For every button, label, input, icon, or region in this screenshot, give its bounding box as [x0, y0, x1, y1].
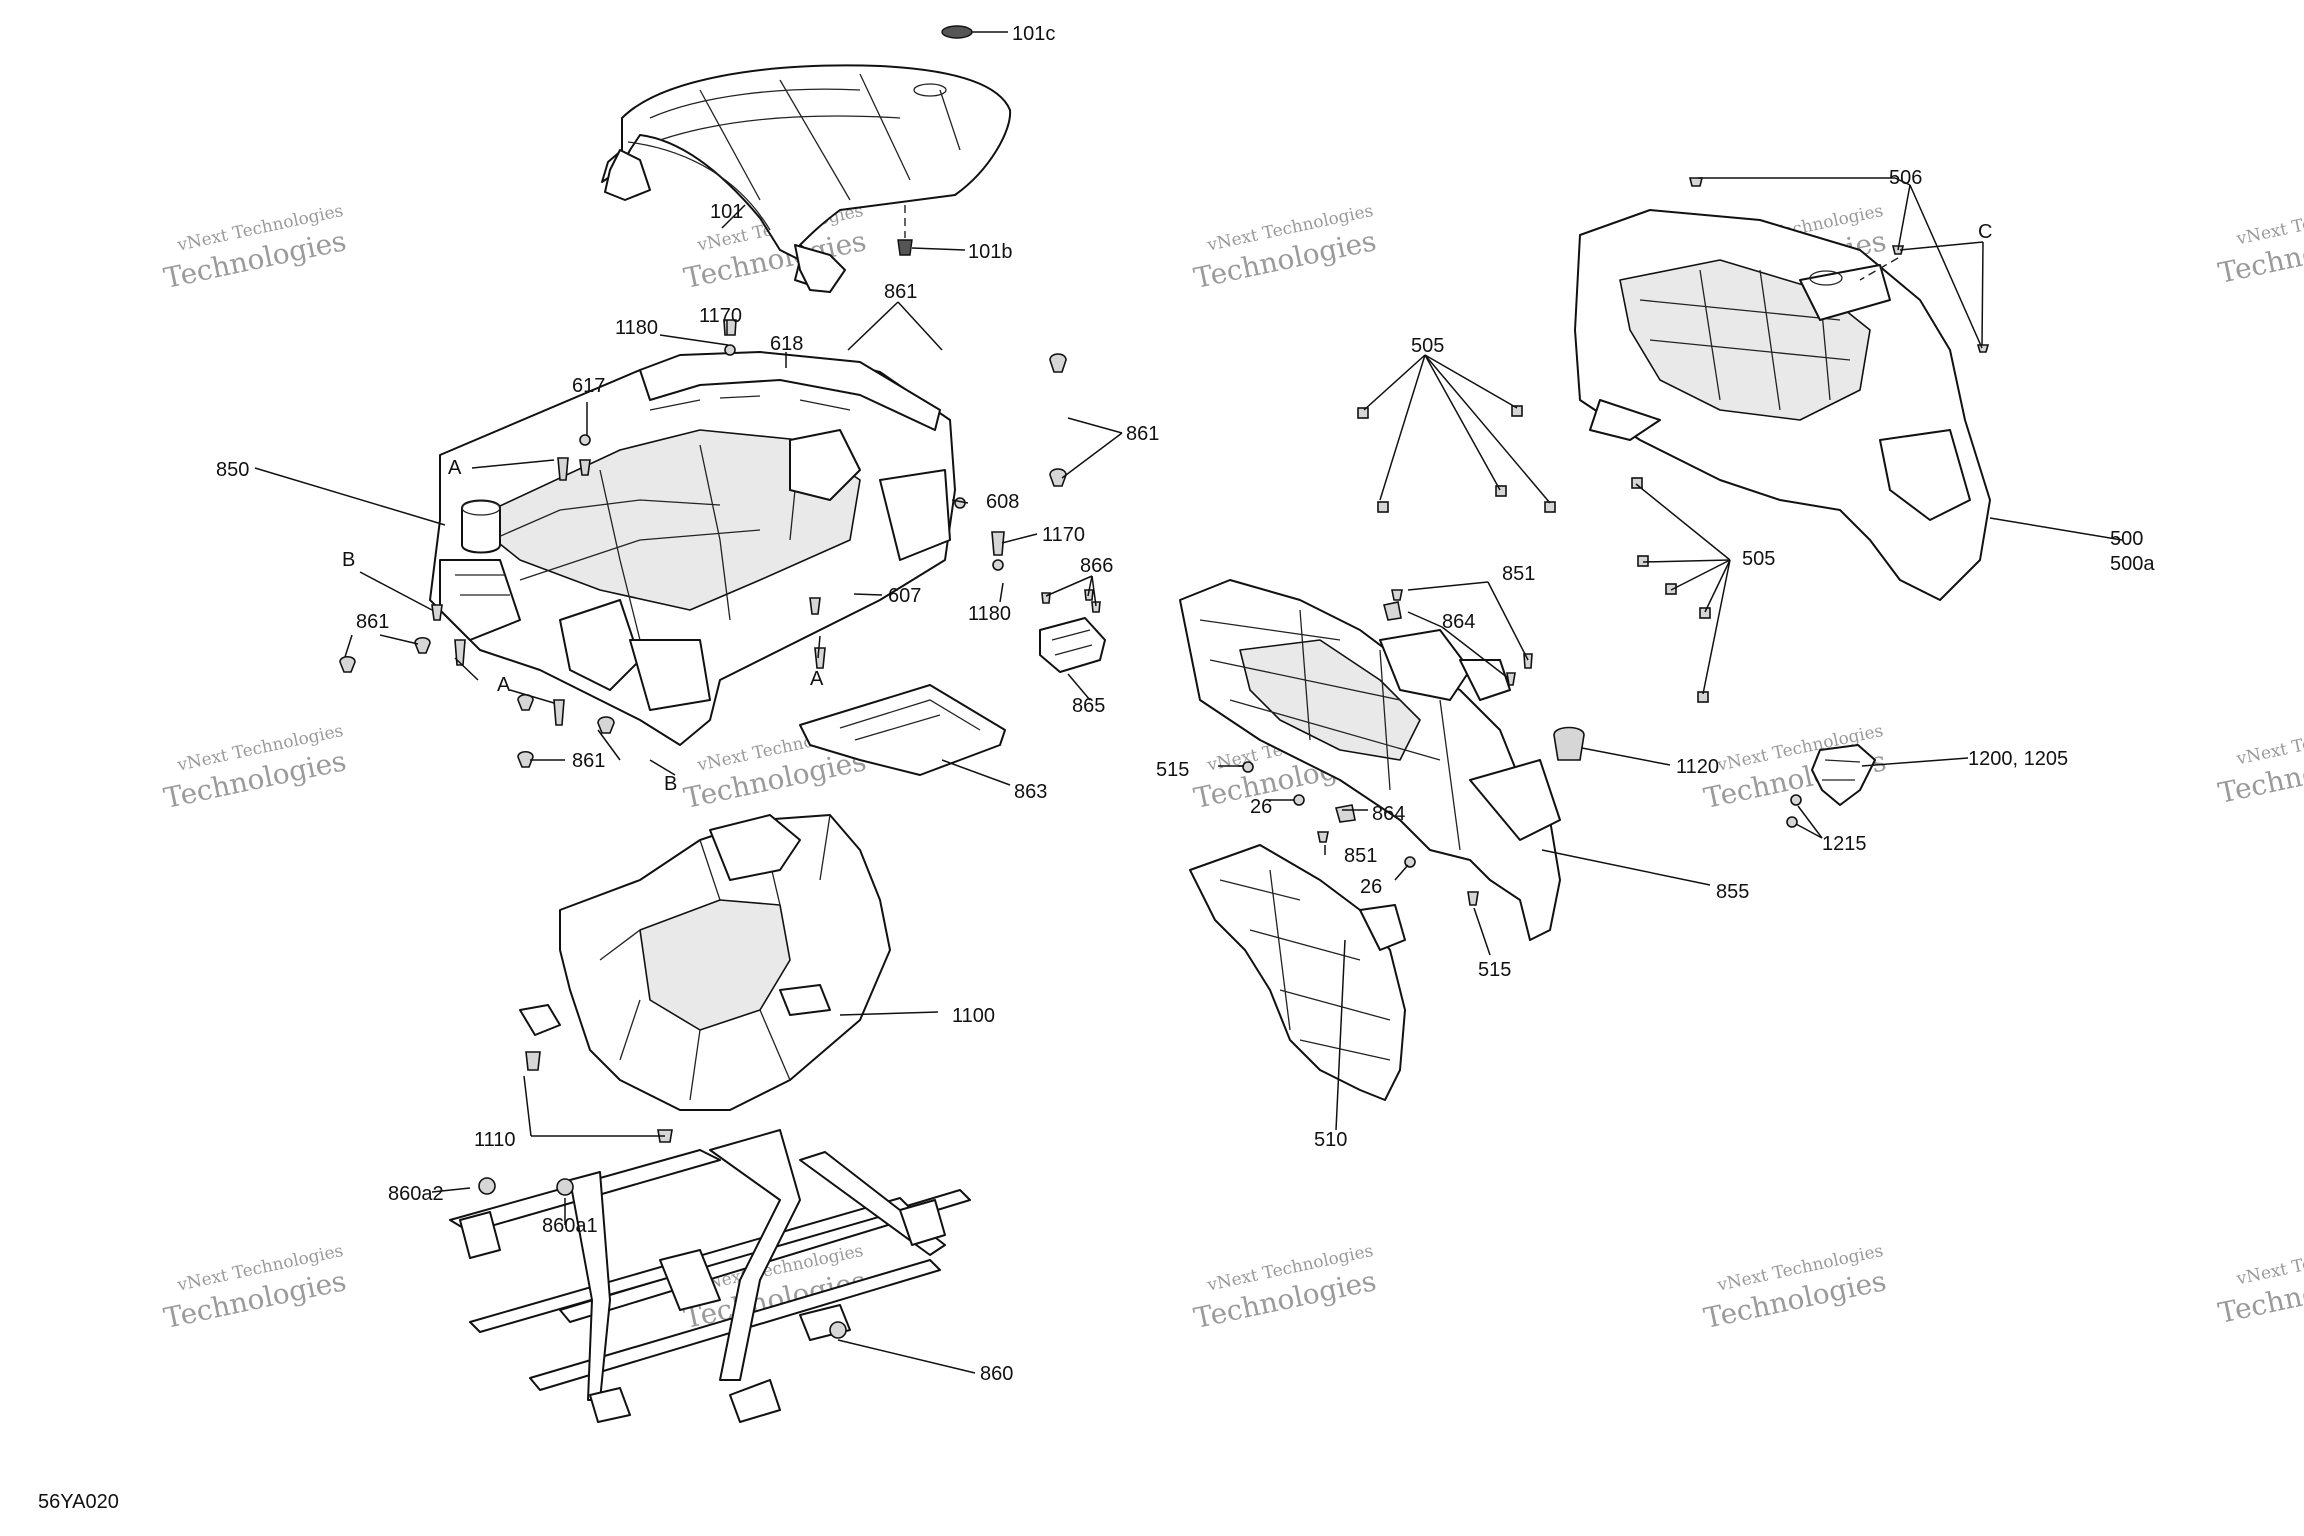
- part-101b-clip: [897, 205, 913, 256]
- callout-864: 864: [1442, 611, 1475, 633]
- callout-1170: 1170: [699, 305, 742, 327]
- part-1120-plug: [1553, 726, 1585, 761]
- callout-1100: 1100: [952, 1005, 995, 1027]
- diagram-code: 56YA020: [38, 1491, 119, 1513]
- callout-861: 861: [1126, 423, 1159, 445]
- callout-860a1: 860a1: [542, 1215, 598, 1237]
- callout-855: 855: [1716, 881, 1749, 903]
- callout-101c: 101c: [1012, 23, 1055, 45]
- callout-1180: 1180: [615, 317, 658, 339]
- callout-863: 863: [1014, 781, 1047, 803]
- callout-505: 505: [1411, 335, 1444, 357]
- callout-C: C: [1978, 221, 1992, 243]
- callout-1170: 1170: [1042, 524, 1085, 546]
- callout-861: 861: [572, 750, 605, 772]
- callout-851: 851: [1344, 845, 1377, 867]
- part-1100-storage-bin: [519, 814, 891, 1111]
- callout-1120: 1120: [1676, 756, 1719, 778]
- callout-851: 851: [1502, 563, 1535, 585]
- callout-26: 26: [1250, 796, 1272, 818]
- callout-1200-1205: 1200, 1205: [1968, 748, 2068, 770]
- part-865-bracket: [1039, 617, 1106, 673]
- callout-510: 510: [1314, 1129, 1347, 1151]
- callout-618: 618: [770, 333, 803, 355]
- part-510-front-fender: [1189, 844, 1406, 1101]
- callout-607: 607: [888, 585, 921, 607]
- callout-861: 861: [884, 281, 917, 303]
- callout-865: 865: [1072, 695, 1105, 717]
- callout-1180: 1180: [968, 603, 1011, 625]
- part-855-inner-fender: [1179, 579, 1561, 941]
- callout-A: A: [810, 668, 824, 690]
- callout-617: 617: [572, 375, 605, 397]
- hardware-fasteners-left: [339, 319, 1101, 768]
- hardware-855-fasteners: [1242, 589, 1533, 906]
- callout-labels: 101c 101 101b 861 1180 1170 618 617 A 86…: [38, 23, 2155, 1513]
- callout-515: 515: [1156, 759, 1189, 781]
- callout-B: B: [342, 549, 355, 571]
- part-101-seat-cover: [601, 64, 1012, 293]
- callout-866: 866: [1080, 555, 1113, 577]
- callout-505: 505: [1742, 548, 1775, 570]
- callout-860: 860: [980, 1363, 1013, 1385]
- part-1110-fasteners: [525, 1051, 673, 1143]
- callout-A: A: [497, 674, 511, 696]
- part-1200-1205-bracket: [1786, 744, 1876, 828]
- callout-1215: 1215: [1822, 833, 1867, 855]
- callout-101: 101: [710, 201, 743, 223]
- callout-500a: 500a: [2110, 553, 2155, 575]
- callout-608: 608: [986, 491, 1019, 513]
- part-101c-emblem: [941, 25, 973, 39]
- part-500-front-body: [1574, 209, 1991, 601]
- callout-1110: 1110: [474, 1129, 516, 1151]
- callout-101b: 101b: [968, 241, 1013, 263]
- callout-861: 861: [356, 611, 389, 633]
- part-860-lower-frame: [449, 1129, 971, 1423]
- callout-26: 26: [1360, 876, 1382, 898]
- callout-864: 864: [1372, 803, 1405, 825]
- callout-A: A: [448, 457, 462, 479]
- callout-B: B: [664, 773, 677, 795]
- callout-860a2: 860a2: [388, 1183, 444, 1205]
- part-505-clips: [1357, 405, 1711, 703]
- callout-850: 850: [216, 459, 249, 481]
- callout-506: 506: [1889, 167, 1922, 189]
- callout-515: 515: [1478, 959, 1511, 981]
- part-863-plate: [799, 684, 1006, 776]
- callout-500: 500: [2110, 528, 2143, 550]
- part-850-rear-frame: [429, 351, 956, 746]
- leader-lines: [254, 31, 2123, 1374]
